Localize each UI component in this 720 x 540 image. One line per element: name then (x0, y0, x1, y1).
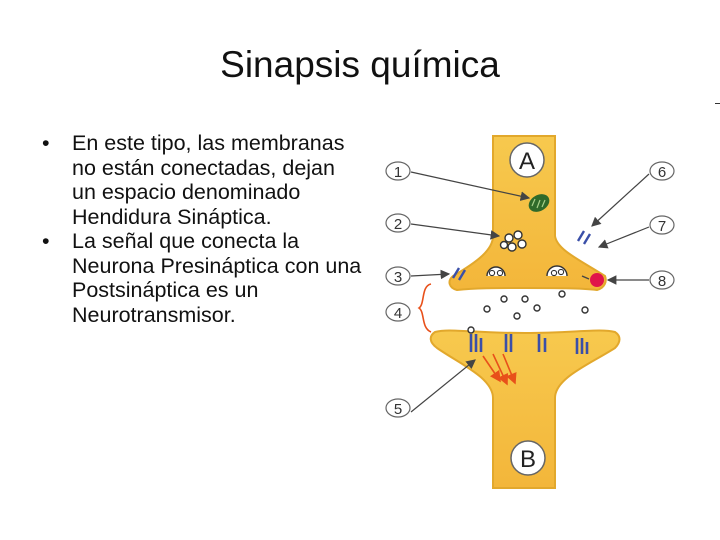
reuptake-marker (590, 273, 604, 287)
slide-title: Sinapsis química (220, 44, 500, 85)
bullet-item: • La señal que conecta la Neurona Presin… (42, 229, 362, 327)
leader-arrows (410, 171, 650, 413)
postsynaptic-receptors (469, 334, 589, 354)
signal-arrows (482, 353, 517, 386)
bullet-text: En este tipo, las membranas no están con… (72, 131, 345, 229)
neurotransmitters (467, 290, 589, 334)
callout-5: 5 (385, 398, 411, 418)
bullet-dot: • (42, 131, 50, 155)
neuron-b-label: B (520, 446, 536, 473)
neuron-b-badge (510, 440, 546, 476)
cleft-bracket (417, 283, 432, 333)
callout-2: 2 (385, 213, 411, 233)
postsynaptic-neuron (429, 329, 621, 489)
callout-4-label: 4 (394, 305, 402, 322)
callout-1: 1 (385, 161, 411, 181)
mitochondria-cristae (531, 198, 546, 209)
bullet-dot: • (42, 229, 50, 253)
presynaptic-autoreceptor (576, 230, 592, 245)
presynaptic-transporter (451, 267, 467, 281)
bullet-text: La señal que conecta la Neurona Presináp… (72, 229, 362, 327)
bullet-list: • En este tipo, las membranas no están c… (42, 131, 362, 327)
neuron-a-badge (509, 142, 545, 178)
bullet-item: • En este tipo, las membranas no están c… (42, 131, 362, 229)
callout-6-label: 6 (658, 164, 666, 181)
callout-1-label: 1 (394, 164, 402, 181)
reuptake-arrow (581, 275, 590, 280)
fusing-vesicles (486, 265, 568, 277)
vesicle-cluster (499, 230, 527, 252)
callout-5-label: 5 (394, 401, 402, 418)
callout-8-label: 8 (658, 273, 666, 290)
callout-3: 3 (385, 266, 411, 286)
callout-4: 4 (385, 302, 411, 322)
corner-mark (715, 103, 720, 104)
callout-7-label: 7 (658, 218, 666, 235)
callout-7: 7 (649, 215, 675, 235)
synapse-diagram: A B (385, 135, 675, 489)
callout-2-label: 2 (394, 216, 402, 233)
neuron-a-label: A (519, 148, 535, 175)
callout-8: 8 (649, 270, 675, 290)
callout-3-label: 3 (394, 269, 402, 286)
callout-6: 6 (649, 161, 675, 181)
